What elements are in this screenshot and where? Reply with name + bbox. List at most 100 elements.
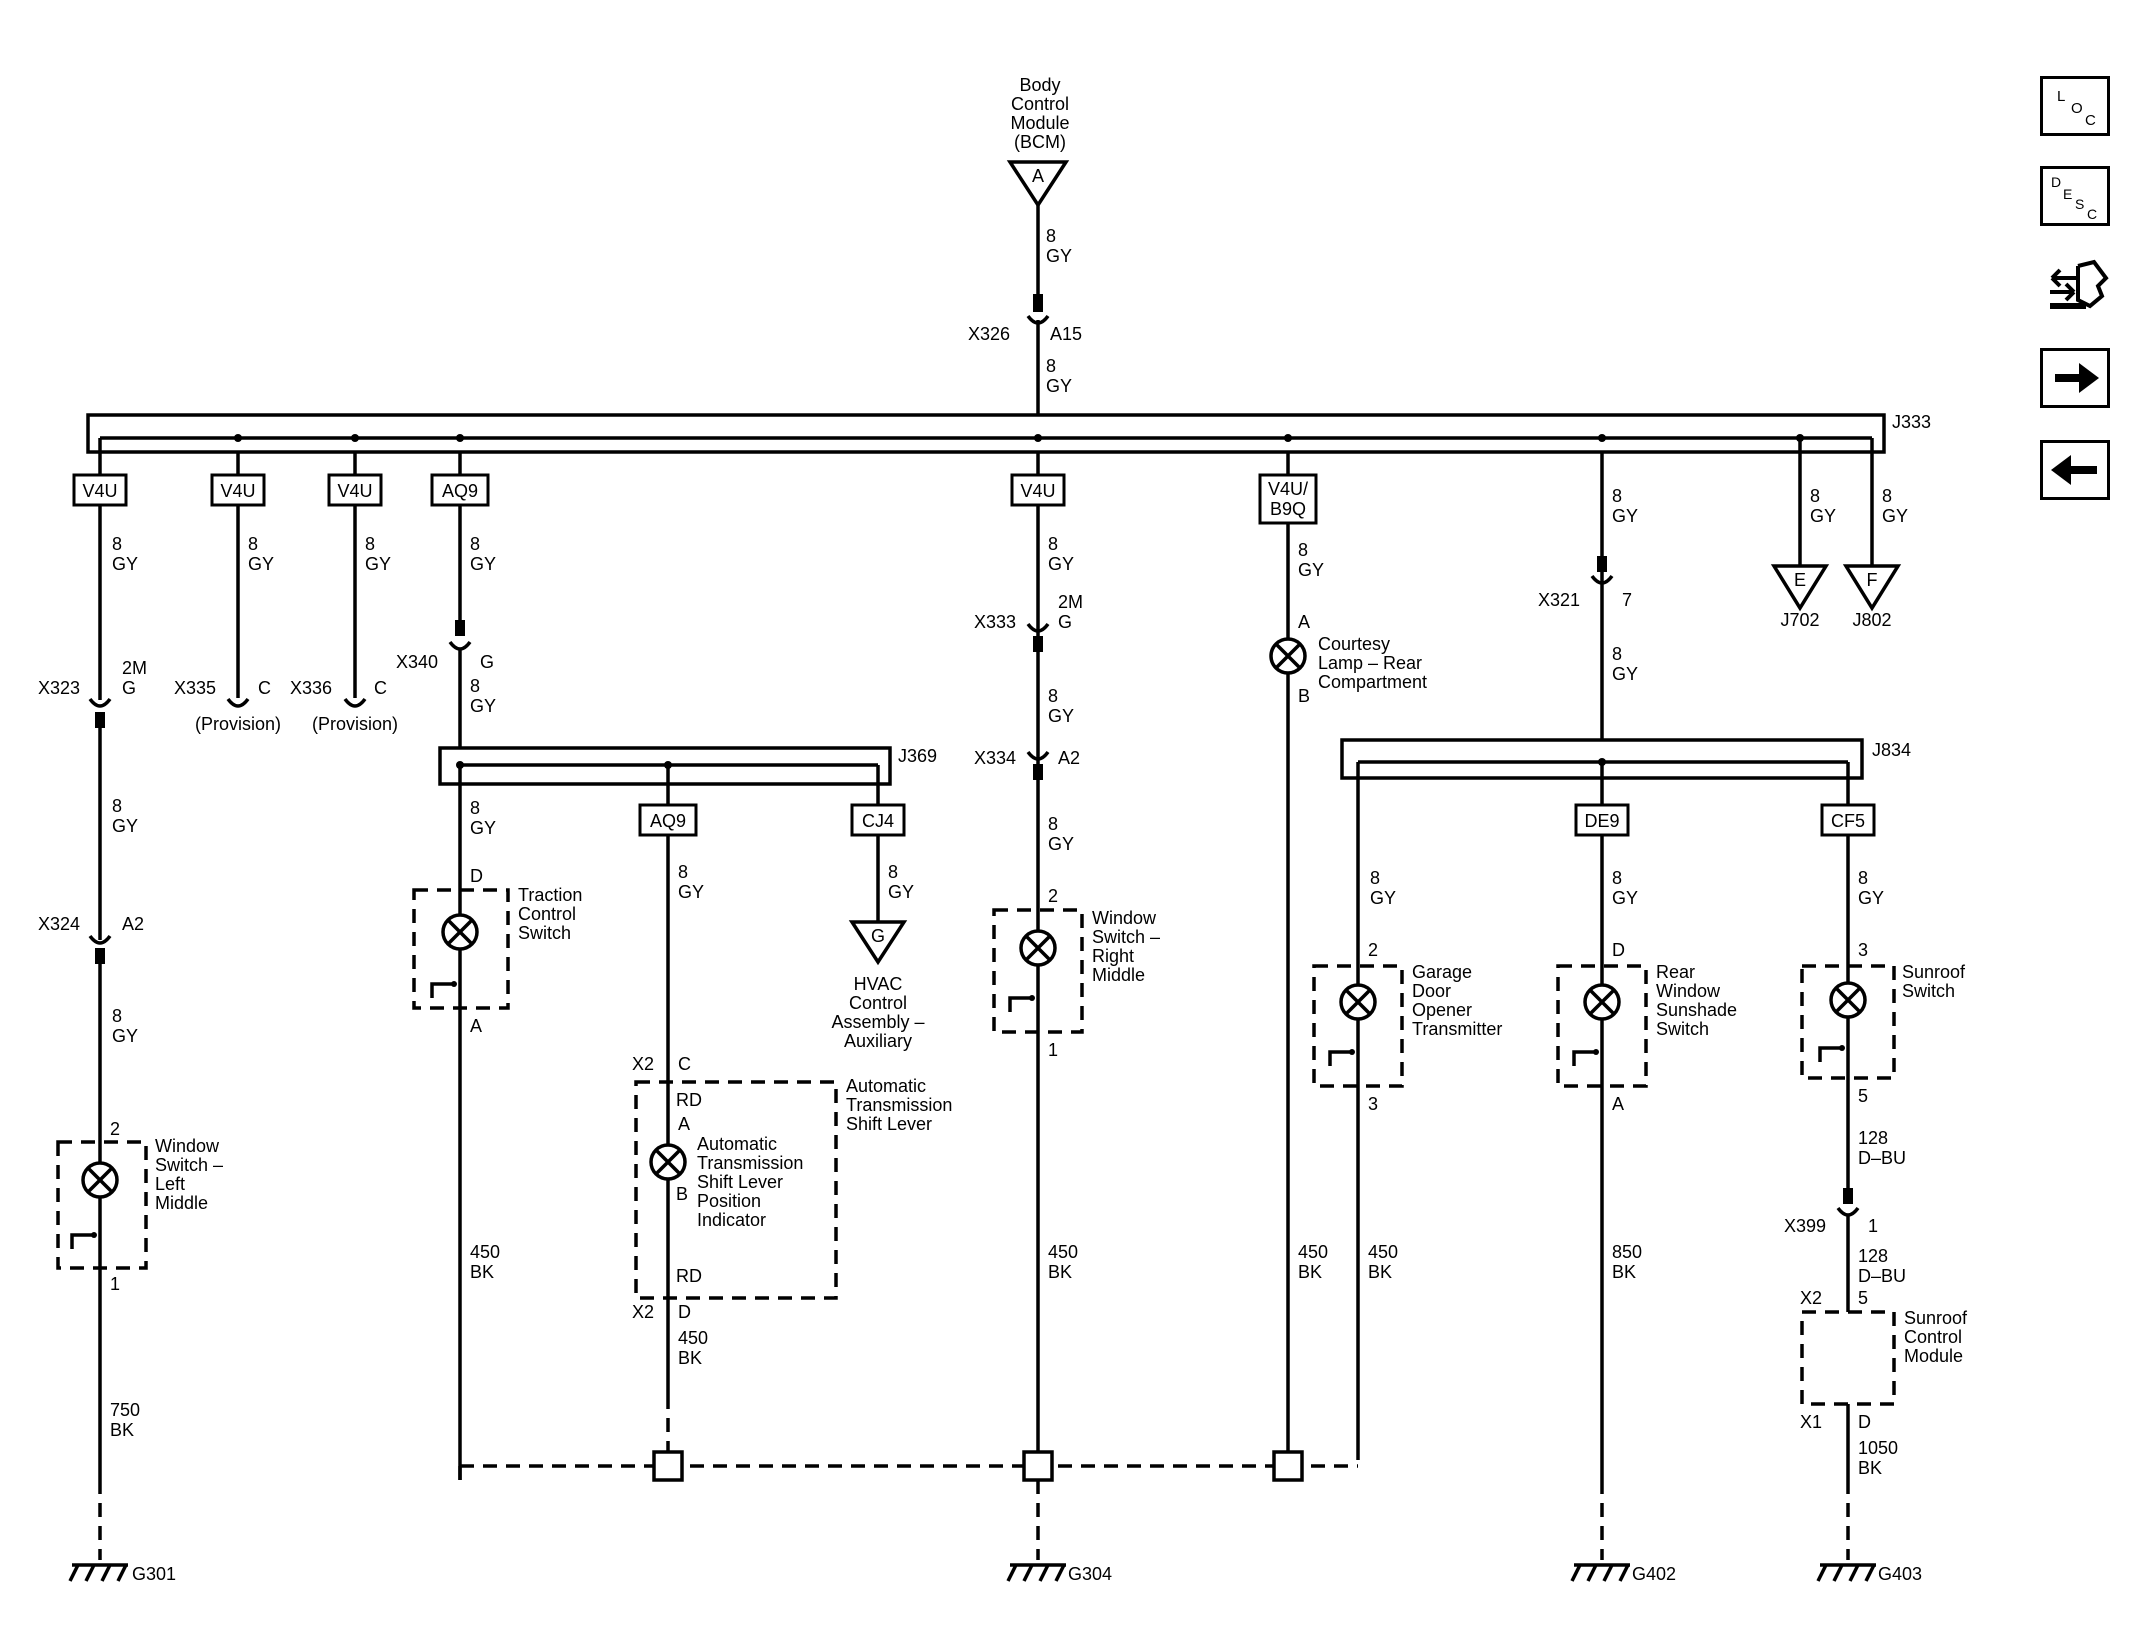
svg-text:2: 2 (110, 1119, 120, 1139)
svg-text:B: B (676, 1184, 688, 1204)
svg-text:(Provision): (Provision) (195, 714, 281, 734)
svg-text:BK: BK (110, 1420, 134, 1440)
svg-text:8: 8 (1858, 868, 1868, 888)
svg-text:Control: Control (849, 993, 907, 1013)
hvac-control-label: HVAC Control Assembly – Auxiliary (831, 974, 924, 1051)
automatic-transmission-shift-lever-box (634, 1080, 838, 1300)
svg-text:GY: GY (1048, 706, 1074, 726)
svg-text:8: 8 (365, 534, 375, 554)
ground-splice-1 (652, 1450, 684, 1482)
g403-ground-icon (1816, 1563, 1878, 1583)
svg-text:Middle: Middle (155, 1193, 208, 1213)
svg-text:BK: BK (1048, 1262, 1072, 1282)
svg-text:C: C (678, 1054, 691, 1074)
svg-text:X323: X323 (38, 678, 80, 698)
svg-text:1: 1 (1048, 1040, 1058, 1060)
svg-text:X2: X2 (632, 1054, 654, 1074)
svg-text:D–BU: D–BU (1858, 1148, 1906, 1168)
svg-text:C: C (2085, 112, 2096, 129)
window-switch-left-label: Window Switch – Left Middle (155, 1136, 223, 1213)
svg-text:128: 128 (1858, 1128, 1888, 1148)
svg-text:8: 8 (1882, 486, 1892, 506)
sunroof-control-module-label: Sunroof Control Module (1904, 1308, 1968, 1366)
svg-text:Compartment: Compartment (1318, 672, 1427, 692)
svg-text:G402: G402 (1632, 1564, 1676, 1584)
svg-text:GY: GY (470, 818, 496, 838)
svg-text:8: 8 (1612, 868, 1622, 888)
window-switch-right-label: Window Switch – Right Middle (1092, 908, 1160, 985)
svg-text:750: 750 (110, 1400, 140, 1420)
svg-text:Automatic: Automatic (697, 1134, 777, 1154)
svg-text:GY: GY (1858, 888, 1884, 908)
svg-text:Window: Window (155, 1136, 220, 1156)
svg-text:E: E (1794, 570, 1806, 590)
desc-button[interactable]: D E S C (2040, 166, 2110, 226)
svg-text:Switch: Switch (1902, 981, 1955, 1001)
svg-text:Transmitter: Transmitter (1412, 1019, 1502, 1039)
svg-text:AQ9: AQ9 (442, 481, 478, 501)
connector-view-button[interactable] (2040, 256, 2110, 316)
svg-text:Automatic: Automatic (846, 1076, 926, 1096)
svg-text:X336: X336 (290, 678, 332, 698)
svg-text:BK: BK (678, 1348, 702, 1368)
svg-text:X2: X2 (1800, 1288, 1822, 1308)
svg-text:S: S (2075, 196, 2084, 212)
svg-text:G403: G403 (1878, 1564, 1922, 1584)
svg-text:8: 8 (1810, 486, 1820, 506)
bcm-label: Body Control Module (BCM) (1010, 75, 1069, 152)
svg-text:C: C (374, 678, 387, 698)
svg-text:G: G (871, 926, 885, 946)
svg-text:GY: GY (1048, 834, 1074, 854)
svg-text:X340: X340 (396, 652, 438, 672)
svg-text:B9Q: B9Q (1270, 499, 1306, 519)
svg-text:450: 450 (470, 1242, 500, 1262)
svg-text:GY: GY (1046, 246, 1072, 266)
svg-text:3: 3 (1858, 940, 1868, 960)
svg-text:Transmission: Transmission (846, 1095, 952, 1115)
svg-text:(Provision): (Provision) (312, 714, 398, 734)
svg-text:A: A (470, 1016, 482, 1036)
svg-text:GY: GY (112, 816, 138, 836)
svg-text:Position: Position (697, 1191, 761, 1211)
svg-text:8: 8 (888, 862, 898, 882)
svg-text:8: 8 (112, 534, 122, 554)
svg-text:Shift Lever: Shift Lever (846, 1114, 932, 1134)
window-switch-left-lamp-icon (81, 1161, 119, 1199)
svg-text:GY: GY (365, 554, 391, 574)
svg-text:8: 8 (1048, 814, 1058, 834)
j369-splice (438, 746, 892, 786)
arrow-left-icon (2051, 455, 2097, 485)
svg-text:BK: BK (1612, 1262, 1636, 1282)
svg-text:GY: GY (1048, 554, 1074, 574)
sunroof-control-module-box (1800, 1310, 1896, 1406)
hvac-connector-triangle (848, 920, 908, 966)
svg-text:J802: J802 (1852, 610, 1891, 630)
x399-connector (1836, 1206, 1860, 1217)
previous-page-button[interactable] (2040, 440, 2110, 500)
svg-text:HVAC: HVAC (854, 974, 903, 994)
svg-text:8: 8 (1046, 226, 1056, 246)
svg-text:X335: X335 (174, 678, 216, 698)
garage-door-opener-lamp-icon (1339, 983, 1377, 1021)
svg-text:Control: Control (1011, 94, 1069, 114)
next-page-button[interactable] (2040, 348, 2110, 408)
traction-control-switch-box (412, 888, 510, 1010)
traction-control-lamp-icon (441, 913, 479, 951)
x335-connector (226, 697, 250, 708)
svg-text:GY: GY (112, 1026, 138, 1046)
svg-text:8: 8 (1298, 540, 1308, 560)
svg-text:Module: Module (1904, 1346, 1963, 1366)
svg-text:V4U: V4U (337, 481, 372, 501)
svg-text:Body: Body (1019, 75, 1060, 95)
loc-icon: L O C (2057, 88, 2096, 129)
loc-button[interactable]: L O C (2040, 76, 2110, 136)
svg-text:C: C (258, 678, 271, 698)
svg-text:Traction: Traction (518, 885, 582, 905)
svg-text:GY: GY (1612, 664, 1638, 684)
svg-text:Auxiliary: Auxiliary (844, 1031, 912, 1051)
svg-text:G: G (122, 678, 136, 698)
svg-text:GY: GY (1612, 888, 1638, 908)
svg-text:8: 8 (1048, 534, 1058, 554)
svg-text:GY: GY (1612, 506, 1638, 526)
